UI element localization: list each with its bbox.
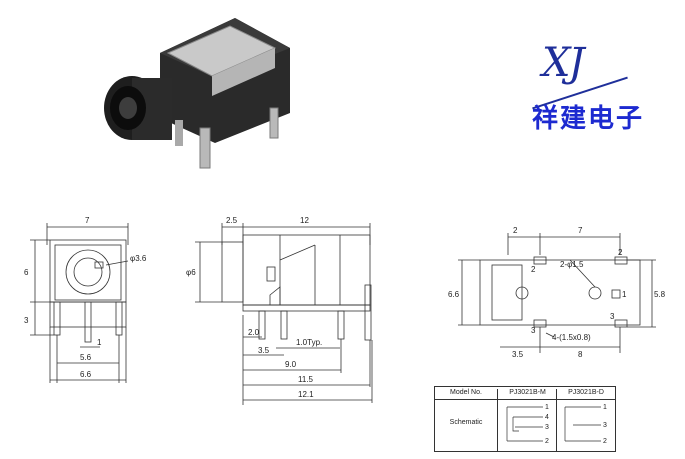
schematic-d-pin: 3: [603, 422, 607, 429]
schematic-m: 1 4 3 2: [505, 401, 553, 449]
schematic-table: Model No. PJ3021B-M PJ3021B-D Schematic …: [434, 386, 616, 452]
front-dim-pitch: 5.6: [80, 353, 92, 362]
side-dim-a: 2.0: [248, 328, 260, 337]
fp-dim-height-left: 6.6: [448, 290, 460, 299]
side-dim-typ: 1.0Typ.: [296, 338, 322, 347]
front-dim-pin: 1: [97, 338, 102, 347]
fp-dim-top: 7: [578, 226, 583, 235]
front-view-drawing: 7 6 φ3.6 3 1 5.6 6.6: [10, 205, 160, 405]
fp-dim-top-left: 2: [513, 226, 518, 235]
fp-dim-bottom-right: 8: [578, 350, 583, 359]
front-dim-lower: 3: [24, 316, 29, 325]
schematic-m-pin: 4: [545, 414, 549, 421]
side-dim-c: 9.0: [285, 360, 297, 369]
front-dim-width: 7: [85, 216, 90, 225]
fp-pin-label: 2: [531, 265, 536, 274]
fp-dim-bottom-left: 3.5: [512, 350, 524, 359]
side-dim-e: 12.1: [298, 390, 314, 399]
schematic-m-pin: 1: [545, 404, 549, 411]
side-dim-length: 12: [300, 216, 309, 225]
fp-dim-pads: 4-(1.5x0.8): [552, 333, 591, 342]
side-dim-d: 11.5: [298, 375, 314, 384]
product-photo: [100, 8, 300, 178]
side-dim-b: 3.5: [258, 346, 270, 355]
logo-mark: XJ: [542, 40, 584, 86]
table-divider: [497, 399, 498, 451]
table-header-cell: PJ3021B-D: [556, 389, 615, 399]
company-name: 祥建电子: [532, 104, 645, 134]
side-dim-height: φ6: [186, 268, 196, 277]
schematic-m-pin: 2: [545, 438, 549, 445]
company-logo: XJ 祥建电子: [520, 40, 642, 135]
footprint-drawing: 2 7 2-φ1.5 6.6 5.8 4-(1.5x0.8) 3.5 8 2 3…: [440, 215, 670, 360]
front-dim-height: 6: [24, 268, 29, 277]
front-dim-total: 6.6: [80, 370, 92, 379]
fp-pin-label: 3: [610, 312, 615, 321]
table-divider: [556, 399, 557, 451]
table-header-cell: PJ3021B-M: [497, 389, 557, 399]
schematic-m-pin: 3: [545, 424, 549, 431]
fp-dim-hole: 2-φ1.5: [560, 260, 584, 269]
table-row-label: Schematic: [449, 419, 483, 426]
fp-pin-label: 1: [622, 290, 627, 299]
table-header-cell: Model No.: [450, 389, 482, 396]
table-header-row: Model No. PJ3021B-M PJ3021B-D: [435, 387, 615, 400]
schematic-d-pin: 1: [603, 404, 607, 411]
schematic-d-pin: 2: [603, 438, 607, 445]
fp-pin-label: 3: [531, 326, 536, 335]
side-view-drawing: 2.5 12 φ6 2.0 1.0Typ. 3.5 9.0 11.5 12.1: [180, 205, 390, 405]
fp-dim-height-right: 5.8: [654, 290, 666, 299]
schematic-d: 1 3 2: [563, 401, 611, 449]
front-dim-hole: φ3.6: [130, 254, 147, 263]
fp-pin-label: 2: [618, 248, 623, 257]
side-dim-offset: 2.5: [226, 216, 238, 225]
